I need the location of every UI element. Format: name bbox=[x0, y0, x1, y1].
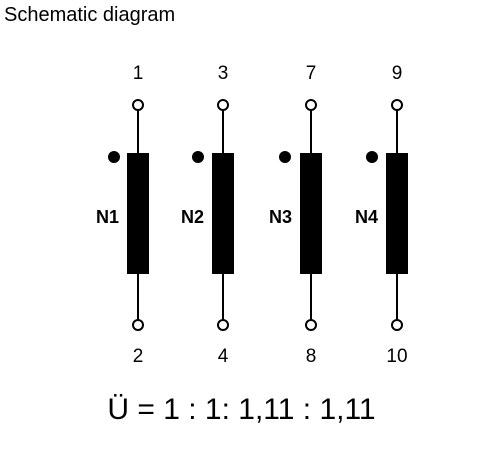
pin-label-top: 3 bbox=[218, 63, 229, 84]
pin-label-bottom: 8 bbox=[306, 346, 317, 367]
pin-label-top: 1 bbox=[133, 63, 144, 84]
terminal-top bbox=[305, 99, 317, 111]
terminal-bottom bbox=[217, 319, 229, 331]
terminal-bottom bbox=[391, 319, 403, 331]
pin-label-bottom: 2 bbox=[133, 346, 144, 367]
winding-bar bbox=[212, 153, 234, 274]
polarity-dot bbox=[366, 151, 378, 163]
winding-bar bbox=[127, 153, 149, 274]
winding-label: N3 bbox=[269, 207, 292, 227]
terminal-top bbox=[132, 99, 144, 111]
polarity-dot bbox=[192, 151, 204, 163]
terminal-top bbox=[217, 99, 229, 111]
pin-label-bottom: 10 bbox=[386, 346, 407, 367]
winding-label: N4 bbox=[355, 207, 378, 227]
polarity-dot bbox=[279, 151, 291, 163]
winding-n3: 7 N3 8 bbox=[269, 63, 322, 367]
winding-n1: 1 N1 2 bbox=[96, 63, 149, 367]
pin-label-top: 9 bbox=[392, 63, 403, 84]
winding-n2: 3 N2 4 bbox=[181, 63, 234, 367]
winding-n4: 9 N4 10 bbox=[355, 63, 408, 367]
winding-bar bbox=[300, 153, 322, 274]
pin-label-top: 7 bbox=[306, 63, 317, 84]
turns-ratio: Ü = 1 : 1: 1,11 : 1,11 bbox=[107, 393, 376, 426]
diagram-title: Schematic diagram bbox=[4, 4, 176, 26]
terminal-bottom bbox=[132, 319, 144, 331]
terminal-bottom bbox=[305, 319, 317, 331]
pin-label-bottom: 4 bbox=[218, 346, 229, 367]
winding-label: N1 bbox=[96, 207, 119, 227]
winding-bar bbox=[386, 153, 408, 274]
terminal-top bbox=[391, 99, 403, 111]
polarity-dot bbox=[108, 151, 120, 163]
winding-label: N2 bbox=[181, 207, 204, 227]
